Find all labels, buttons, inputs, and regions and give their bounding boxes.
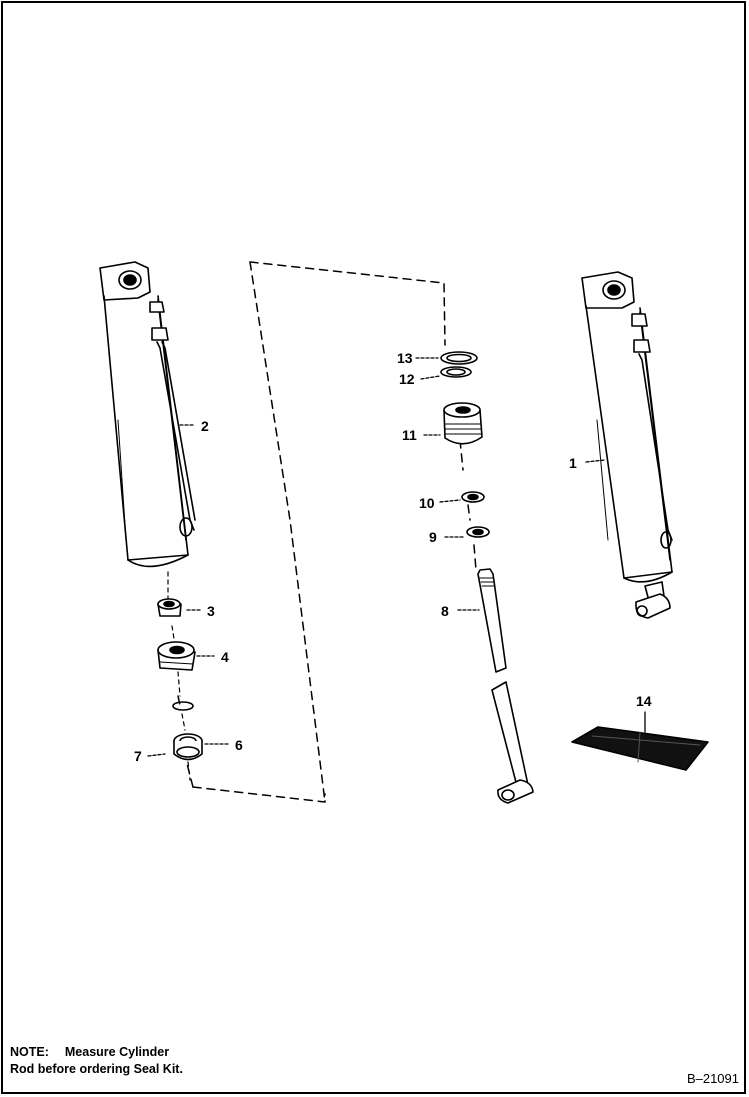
note-line-2: Rod before ordering Seal Kit. (10, 1062, 183, 1076)
cylinder-assembly-right (581, 271, 673, 619)
callout-11: 11 (402, 427, 417, 443)
cylinder-rod-part-8 (477, 568, 534, 804)
callout-8: 8 (441, 603, 449, 619)
wiper-and-seal-parts-12-13 (440, 351, 478, 378)
note-label: NOTE: (10, 1045, 49, 1059)
figure-number: B–21091 (686, 1071, 739, 1086)
callout-6: 6 (235, 737, 243, 753)
callout-14: 14 (636, 693, 652, 709)
o-ring (172, 701, 194, 711)
callout-4: 4 (221, 649, 229, 665)
callout-leaders (147, 357, 646, 757)
seal-kit-boundary (177, 261, 477, 803)
callout-13: 13 (397, 350, 413, 366)
decal-part-14 (571, 726, 709, 771)
cylinder-barrel-left (99, 261, 196, 568)
seal-kit-note: NOTE: Measure Cylinder Rod before orderin… (10, 1044, 230, 1078)
seal-rings-part-6-7 (173, 733, 203, 761)
callout-9: 9 (429, 529, 437, 545)
callout-7: 7 (134, 748, 142, 764)
piston-part-4 (157, 641, 196, 671)
seal-part-10 (461, 491, 485, 503)
callout-12: 12 (399, 371, 415, 387)
callout-3: 3 (207, 603, 215, 619)
callout-10: 10 (419, 495, 435, 511)
callout-1: 1 (569, 455, 577, 471)
cylinder-head-part-11 (443, 402, 483, 445)
callout-2: 2 (201, 418, 209, 434)
note-line-1: Measure Cylinder (64, 1045, 170, 1059)
wear-ring-part-9 (466, 526, 490, 538)
locknut-part-3 (157, 598, 182, 617)
